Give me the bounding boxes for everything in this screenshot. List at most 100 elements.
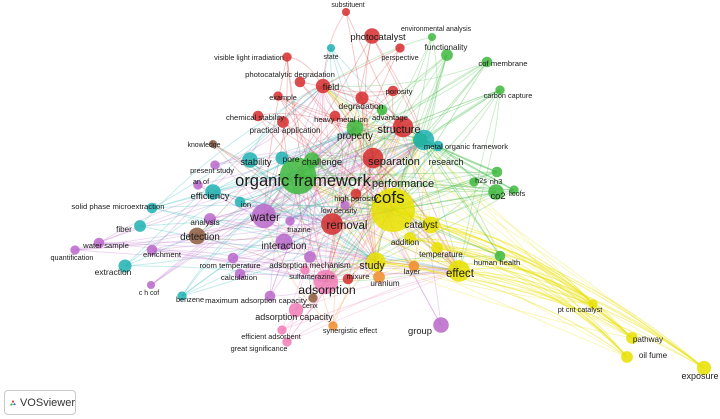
term-node-group[interactable] — [433, 317, 449, 333]
term-node-degradation[interactable] — [355, 91, 369, 105]
term-node-quantification[interactable] — [70, 245, 80, 255]
term-label-great-significance[interactable]: great significance — [231, 344, 288, 353]
term-label-maximum-adsorption-capacity[interactable]: maximum adsorption capacity — [205, 296, 307, 305]
term-node-oil-fume[interactable] — [621, 351, 633, 363]
term-label-substituent[interactable]: substituent — [331, 2, 364, 9]
term-label-uranium[interactable]: uranium — [370, 279, 399, 288]
term-label-pt-cnt-catalyst[interactable]: pt cnt catalyst — [558, 305, 603, 314]
term-node-enrichment[interactable] — [146, 244, 158, 256]
term-label-exposure[interactable]: exposure — [681, 371, 718, 381]
term-label-quantification[interactable]: quantification — [50, 253, 93, 262]
term-node-room-temperature[interactable] — [227, 252, 239, 264]
term-node-field[interactable] — [315, 78, 331, 94]
term-label-extraction[interactable]: extraction — [95, 267, 132, 277]
term-label-triazine[interactable]: triazine — [287, 225, 311, 234]
term-label-degradation[interactable]: degradation — [339, 101, 384, 111]
term-label-practical-application[interactable]: practical application — [249, 126, 320, 135]
term-label-efficient-adsorbent[interactable]: efficient adsorbent — [241, 332, 301, 341]
term-node-analysis[interactable] — [204, 213, 216, 225]
term-label-layer[interactable]: layer — [404, 267, 421, 276]
term-label-co2[interactable]: co2 — [490, 190, 505, 201]
term-node-an-of[interactable] — [193, 180, 203, 190]
term-node-benzene[interactable] — [177, 291, 187, 301]
term-label-licofs[interactable]: licofs — [509, 189, 526, 198]
term-label-mixure[interactable]: mixure — [346, 272, 369, 281]
term-label-fiber[interactable]: fiber — [116, 225, 132, 234]
term-label-h2s[interactable]: h2s — [475, 176, 487, 185]
term-node-mixure[interactable] — [342, 273, 354, 285]
term-node-ion[interactable] — [234, 196, 246, 208]
term-label-field[interactable]: field — [323, 82, 340, 92]
term-node-pathway[interactable] — [626, 332, 638, 344]
term-node-carbon-capture[interactable] — [495, 85, 505, 95]
term-node-solid-phase-microextraction[interactable] — [146, 202, 158, 214]
term-node-state[interactable] — [326, 43, 336, 53]
term-label-solid-phase-microextraction[interactable]: solid phase microextraction — [71, 202, 164, 211]
term-node-licofs[interactable] — [509, 185, 519, 195]
term-label-study[interactable]: study — [359, 260, 385, 272]
term-label-cenx[interactable]: cenx — [302, 301, 318, 310]
term-label-addition[interactable]: addition — [391, 238, 419, 247]
term-node-example[interactable] — [273, 91, 283, 101]
term-node-study[interactable] — [366, 252, 386, 272]
term-node-uranium[interactable] — [373, 271, 385, 283]
term-node-perspective[interactable] — [395, 43, 405, 53]
term-label-calculation[interactable]: calculation — [221, 273, 257, 282]
term-label-oil-fume[interactable]: oil fume — [639, 351, 668, 360]
term-label-adsorption-mechanism[interactable]: adsorption mechanism — [269, 261, 351, 270]
term-label-benzene[interactable]: benzene — [176, 295, 204, 304]
term-node-human-health[interactable] — [494, 250, 506, 262]
term-label-an-of[interactable]: an of — [193, 177, 210, 186]
term-node-adsorption-capacity[interactable] — [288, 302, 304, 318]
term-label-adsorption[interactable]: adsorption — [298, 283, 356, 297]
term-node-calculation[interactable] — [234, 268, 246, 280]
term-label-cof-membrane[interactable]: cof membrane — [478, 59, 527, 68]
term-label-perspective[interactable]: perspective — [381, 53, 418, 62]
term-node-synergistic-effect[interactable] — [328, 321, 338, 331]
term-node-porosity[interactable] — [387, 85, 399, 97]
term-node-cenx[interactable] — [308, 293, 318, 303]
term-node-organic-framework[interactable] — [279, 157, 317, 195]
term-label-analysis[interactable]: analysis — [190, 218, 219, 227]
term-label-porosity[interactable]: porosity — [386, 87, 413, 96]
term-node-fiber[interactable] — [134, 220, 146, 232]
term-node-sulfamerazine[interactable] — [300, 265, 310, 275]
term-node-practical-application[interactable] — [277, 116, 289, 128]
term-node-temperature[interactable] — [431, 242, 443, 254]
term-node-maximum-adsorption-capacity[interactable] — [264, 290, 276, 302]
term-label-human-health[interactable]: human health — [474, 258, 521, 267]
term-label-state[interactable]: state — [324, 54, 339, 61]
term-node-removal[interactable] — [321, 213, 343, 235]
term-node-adsorption-mechanism[interactable] — [304, 251, 316, 263]
term-node-high-porosity[interactable] — [350, 188, 362, 200]
term-node-efficient-adsorbent[interactable] — [277, 325, 287, 335]
term-label-visible-light-irradiation[interactable]: visible light irradiation — [214, 53, 284, 62]
term-label-interaction[interactable]: interaction — [261, 241, 306, 252]
term-node-great-significance[interactable] — [282, 337, 292, 347]
term-label-ion[interactable]: ion — [241, 200, 251, 209]
term-label-research[interactable]: research — [428, 157, 463, 167]
term-label-cofs[interactable]: cofs — [373, 188, 404, 207]
term-node-performance[interactable] — [413, 129, 435, 151]
term-node-nh3[interactable] — [491, 166, 503, 178]
term-node-knowledge[interactable] — [208, 139, 218, 149]
term-label-chemical-stability[interactable]: chemical stability — [226, 113, 284, 122]
term-node-stability[interactable] — [242, 152, 258, 168]
term-label-separation[interactable]: separation — [368, 156, 420, 168]
term-node-detection[interactable] — [188, 227, 206, 245]
term-label-pore[interactable]: pore — [282, 154, 299, 164]
term-label-knowledge[interactable]: knowledge — [188, 142, 221, 149]
term-label-removal[interactable]: removal — [327, 220, 368, 232]
term-label-group[interactable]: group — [408, 325, 432, 336]
term-node-structure[interactable] — [392, 116, 414, 138]
term-label-sulfamerazine[interactable]: sulfamerazine — [289, 272, 334, 281]
term-node-cof-membrane[interactable] — [481, 56, 493, 68]
term-label-challenge[interactable]: challenge — [302, 156, 342, 167]
term-label-high-porosity[interactable]: high porosity — [334, 194, 378, 203]
term-node-triazine[interactable] — [285, 216, 295, 226]
term-node-exposure[interactable] — [696, 360, 712, 376]
term-node-property[interactable] — [346, 119, 364, 137]
term-label-photocatalyst[interactable]: photocatalyst — [350, 31, 406, 42]
term-node-water[interactable] — [251, 203, 277, 229]
